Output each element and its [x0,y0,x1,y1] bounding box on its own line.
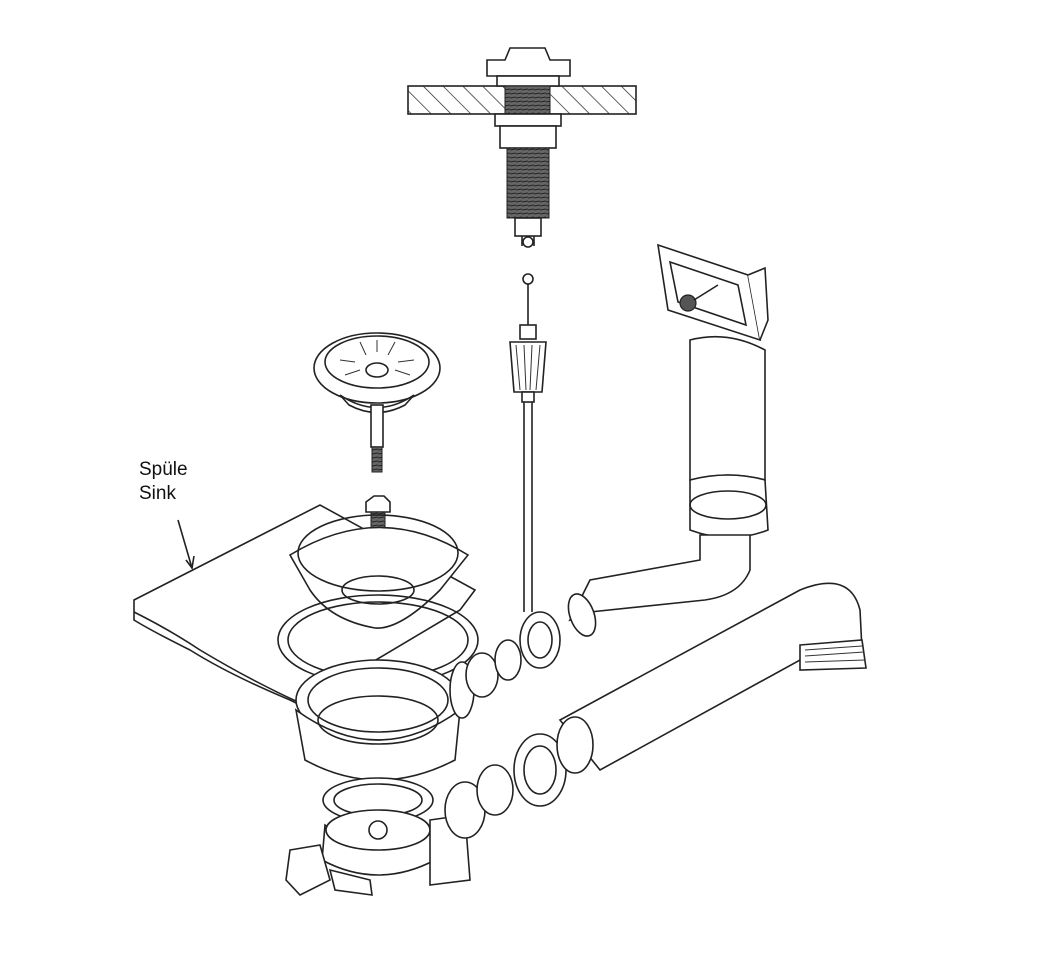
sink-label-en: Sink [139,483,176,504]
sink-label-de: Spüle [139,459,188,480]
sink-label: Spüle Sink [139,458,188,506]
drain-pipe [556,582,867,774]
popup-cable [509,273,547,612]
sealing-rings [444,611,567,839]
basket-strainer [313,332,441,473]
overflow-unit [567,243,769,637]
popup-knob [486,47,571,248]
strainer-body [277,514,479,896]
